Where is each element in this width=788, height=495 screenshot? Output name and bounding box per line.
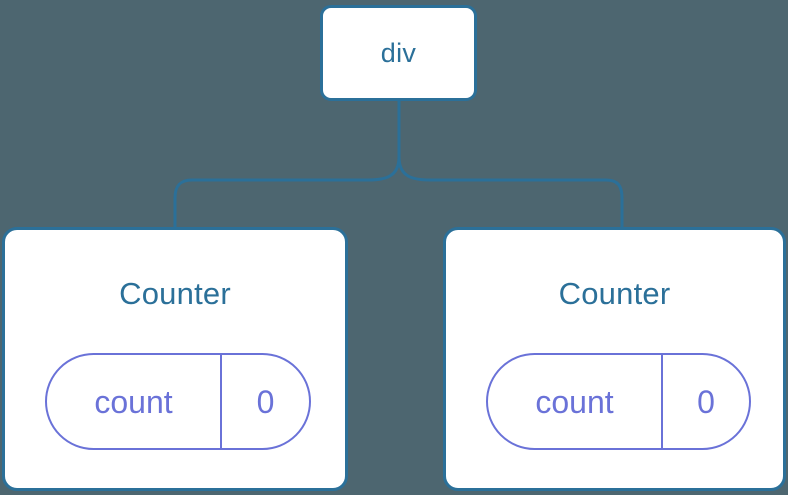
state-pill-left-value-cell: 0 bbox=[222, 355, 309, 448]
state-pill-left-value: 0 bbox=[256, 383, 275, 420]
state-pill-left-key: count bbox=[94, 383, 173, 420]
state-pill-right-value-cell: 0 bbox=[663, 355, 749, 448]
state-pill-right-value: 0 bbox=[697, 383, 715, 420]
node-counter-right[interactable]: Counter count 0 bbox=[443, 227, 786, 491]
state-pill-left[interactable]: count 0 bbox=[45, 353, 311, 450]
connector-branch-right bbox=[397, 156, 624, 229]
node-counter-left-title: Counter bbox=[119, 276, 231, 311]
node-counter-right-title: Counter bbox=[558, 276, 671, 311]
node-root-div[interactable]: div bbox=[320, 5, 477, 101]
connector-branch-left bbox=[173, 156, 401, 229]
state-pill-right-key: count bbox=[535, 383, 614, 420]
state-pill-left-key-cell: count bbox=[47, 355, 222, 448]
state-pill-right[interactable]: count 0 bbox=[486, 353, 751, 450]
node-counter-left[interactable]: Counter count 0 bbox=[2, 227, 348, 491]
node-root-label: div bbox=[380, 37, 417, 68]
state-pill-right-key-cell: count bbox=[488, 355, 663, 448]
